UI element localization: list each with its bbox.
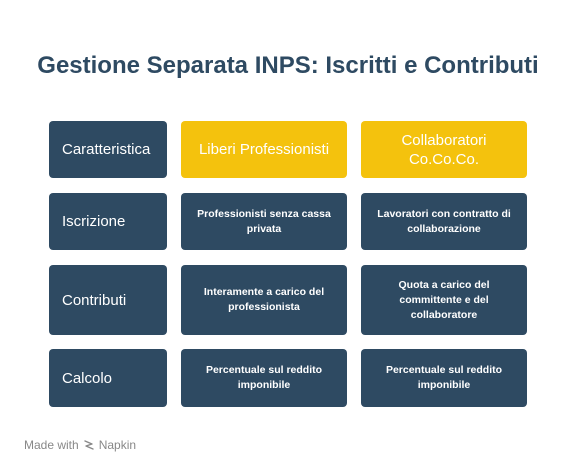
- cell-text: Quota a carico del committente e del col…: [398, 278, 490, 321]
- row-label-cell-iscrizione: Iscrizione: [49, 193, 167, 250]
- cell-text: Percentuale sul reddito imponibile: [385, 364, 503, 391]
- cell-text: Professionisti senza cassa privata: [197, 207, 331, 235]
- cell-text: Percentuale sul reddito imponibile: [205, 364, 323, 391]
- header-col2-label: Collaboratori Co.Co.Co.: [401, 131, 487, 168]
- page-title: Gestione Separata INPS: Iscritti e Contr…: [37, 52, 539, 79]
- row-label-cell-calcolo: Calcolo: [49, 349, 167, 407]
- row-label: Calcolo: [62, 369, 113, 387]
- napkin-brand-text: Napkin: [98, 438, 137, 452]
- row-label: Contributi: [62, 291, 127, 309]
- napkin-logo-icon: [83, 439, 95, 451]
- row-label: Iscrizione: [62, 213, 126, 230]
- table-cell: Percentuale sul reddito imponibile: [361, 349, 527, 407]
- table-cell: Lavoratori con contratto di collaborazio…: [361, 193, 527, 250]
- header-cell-liberi-professionisti: Liberi Professionisti: [181, 121, 347, 178]
- header-label-cell: Caratteristica: [49, 121, 167, 178]
- header-label: Caratteristica: [62, 141, 151, 158]
- header-cell-collaboratori: Collaboratori Co.Co.Co.: [361, 121, 527, 178]
- table-cell: Percentuale sul reddito imponibile: [181, 349, 347, 407]
- made-with-text: Made with: [24, 438, 79, 452]
- table-cell: Professionisti senza cassa privata: [181, 193, 347, 250]
- table-cell: Quota a carico del committente e del col…: [361, 265, 527, 335]
- cell-text: Lavoratori con contratto di collaborazio…: [377, 207, 511, 235]
- table-cell: Interamente a carico del professionista: [181, 265, 347, 335]
- cell-text: Interamente a carico del professionista: [203, 286, 325, 313]
- made-with-napkin-footer[interactable]: Made with Napkin: [24, 438, 136, 452]
- header-col1-label: Liberi Professionisti: [198, 141, 330, 158]
- row-label-cell-contributi: Contributi: [49, 265, 167, 335]
